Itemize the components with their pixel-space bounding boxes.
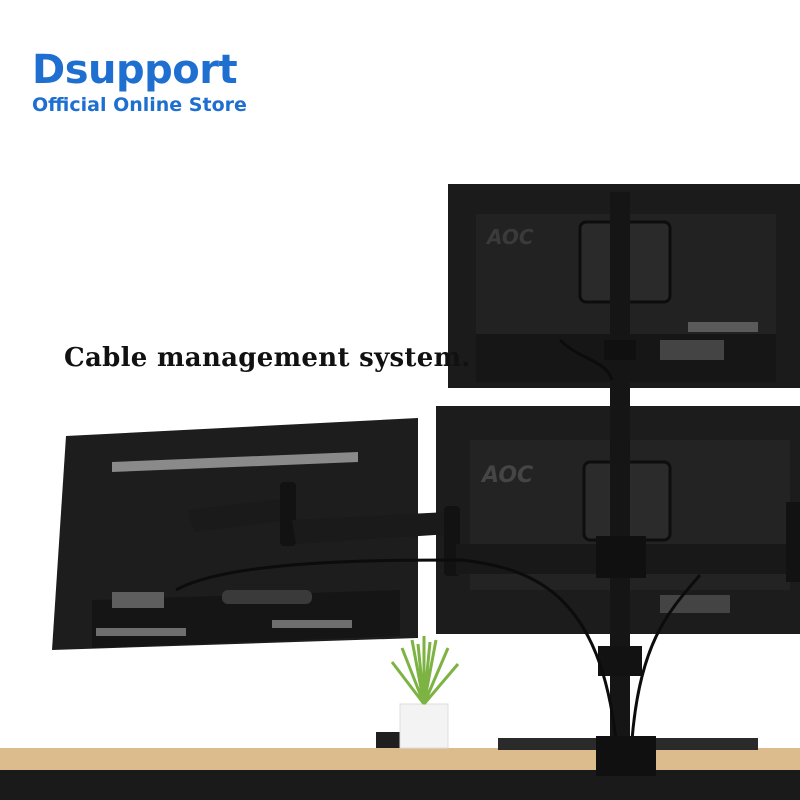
plant — [390, 636, 460, 749]
monitor-left — [52, 418, 418, 650]
cables — [175, 338, 702, 741]
monitor-bottom-logo: AOC — [480, 463, 533, 488]
brand-name: Dsupport — [32, 47, 238, 93]
brand-watermark: Dsupport Official Online Store — [32, 48, 247, 118]
monitor-top-logo: AOC — [485, 225, 534, 249]
desk — [0, 732, 800, 800]
brand-tagline: Official Online Store — [32, 94, 247, 116]
feature-caption: Cable management system. — [64, 343, 471, 373]
mount-arms — [188, 482, 800, 582]
